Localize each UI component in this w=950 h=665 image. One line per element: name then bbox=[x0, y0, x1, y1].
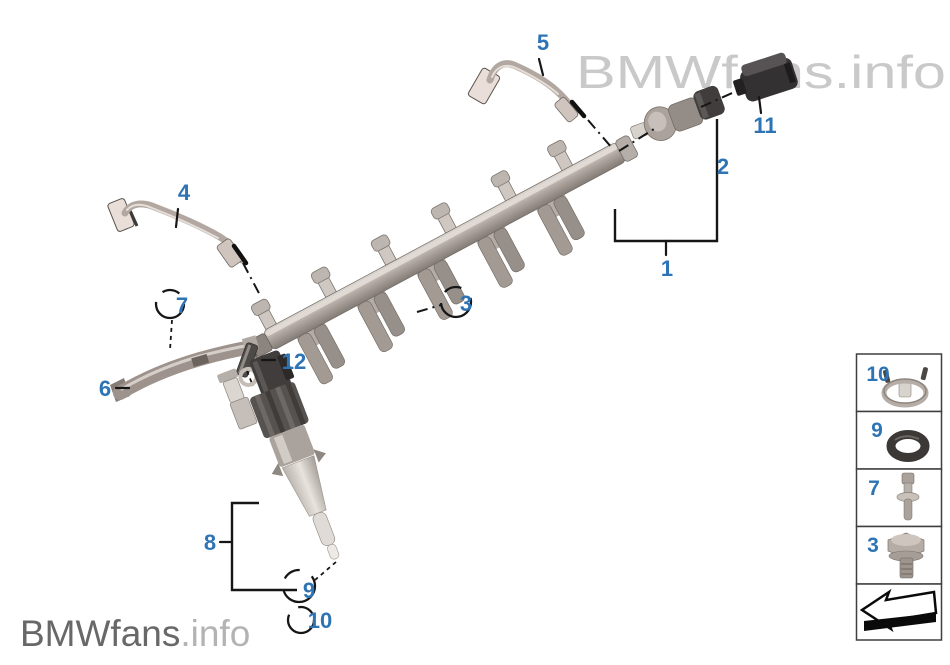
callout-11-tick bbox=[757, 95, 763, 115]
direction-arrow-icon bbox=[859, 588, 938, 633]
injector-cone bbox=[281, 455, 327, 517]
legend-panel: 10 9 7 bbox=[855, 353, 943, 641]
injector-rib bbox=[254, 394, 276, 438]
line4-clip-mark bbox=[231, 243, 249, 266]
o-ring-seal-icon bbox=[886, 430, 930, 462]
callout-12[interactable]: 12 bbox=[282, 349, 306, 374]
fuel-line-5 bbox=[467, 60, 587, 123]
rail-clamp bbox=[296, 322, 345, 385]
watermark-bottom-brand: BMWfans bbox=[20, 613, 180, 654]
callout-10[interactable]: 10 bbox=[308, 608, 332, 633]
legend-num-10[interactable]: 10 bbox=[866, 363, 889, 386]
rail-end-cap-right bbox=[615, 135, 638, 162]
sensor-cap-highlight bbox=[694, 92, 709, 119]
injector-fin-left bbox=[271, 462, 284, 477]
o-ring-body bbox=[886, 430, 930, 462]
callout-4[interactable]: 4 bbox=[178, 180, 191, 205]
injector-body-highlight bbox=[273, 434, 293, 465]
leader-tip-to-circle9 bbox=[314, 561, 337, 581]
watermark-bottom: BMWfans.info bbox=[20, 613, 250, 654]
ring-tab-left bbox=[883, 369, 891, 383]
injector-inlet-cap bbox=[217, 368, 238, 384]
plug-top-face bbox=[741, 52, 787, 77]
pin12-highlight bbox=[238, 344, 252, 374]
screw-lower-shaft bbox=[903, 498, 913, 521]
bracket6-slot bbox=[191, 353, 210, 368]
callout-5-tick bbox=[537, 57, 545, 77]
rail-clamp bbox=[416, 258, 465, 320]
bolt-head-facet bbox=[891, 534, 921, 546]
leader-line5-to-rail bbox=[587, 119, 613, 149]
legend-box-arrow[interactable] bbox=[855, 583, 943, 641]
legend-box-9[interactable]: 9 bbox=[855, 410, 943, 470]
leader-sensor-to-plug bbox=[700, 88, 742, 108]
connector-plug-11 bbox=[733, 52, 798, 102]
ring-tab-right bbox=[920, 367, 928, 381]
support-ring-icon bbox=[881, 367, 929, 408]
callout-10-circle bbox=[286, 605, 316, 635]
callout-3-circle bbox=[439, 285, 473, 319]
injector-8 bbox=[217, 350, 340, 560]
o-ring-highlight bbox=[894, 435, 920, 441]
leader-rail-to-sensor bbox=[618, 128, 655, 152]
callout-9[interactable]: 9 bbox=[303, 578, 315, 603]
hex-flange-bolt-icon bbox=[887, 532, 925, 579]
callout-11[interactable]: 11 bbox=[753, 113, 776, 138]
callout-8-bracket bbox=[230, 501, 297, 592]
leader-clamp-to-circle3 bbox=[416, 304, 442, 313]
callout-8[interactable]: 8 bbox=[204, 530, 216, 555]
callout-4-tick bbox=[174, 207, 180, 229]
injector-tip bbox=[327, 543, 340, 560]
injector-rib bbox=[275, 386, 296, 430]
callouts: 5 4 7 6 12 3 8 9 10 1 2 11 bbox=[99, 30, 777, 635]
rail-highlight bbox=[265, 145, 618, 336]
injector-hex-block bbox=[229, 396, 258, 430]
legend-num-3[interactable]: 3 bbox=[867, 534, 879, 557]
legend-num-7[interactable]: 7 bbox=[868, 477, 880, 500]
rail-clamp bbox=[536, 194, 585, 256]
callout-6[interactable]: 6 bbox=[99, 376, 111, 401]
injector-fin-right bbox=[313, 449, 326, 463]
callout-2[interactable]: 2 bbox=[717, 154, 729, 179]
legend-box-3[interactable]: 3 bbox=[855, 525, 943, 585]
decoupling-screw-icon bbox=[896, 472, 920, 521]
callout-9-circle bbox=[281, 568, 317, 604]
bracket-6 bbox=[110, 335, 259, 402]
callout-7[interactable]: 7 bbox=[176, 293, 188, 318]
rail-bolt-boss bbox=[370, 234, 398, 268]
arrow-depth-bar bbox=[864, 613, 936, 631]
fuel-rail bbox=[243, 135, 638, 385]
callout-3[interactable]: 3 bbox=[460, 291, 472, 316]
leader-lines bbox=[169, 88, 742, 581]
fuel-line-4 bbox=[107, 198, 249, 268]
line5-tube-highlight bbox=[491, 64, 559, 95]
ring-edge bbox=[883, 378, 927, 404]
injector-connector-step bbox=[277, 353, 295, 381]
leader-circle7-to-bracket bbox=[169, 319, 173, 351]
callout-7-circle bbox=[154, 288, 186, 320]
injector-rib bbox=[264, 390, 286, 434]
legend-box-7[interactable]: 7 bbox=[855, 468, 943, 528]
legend-box-10[interactable]: 10 bbox=[855, 353, 943, 413]
line5-rail-fitting bbox=[554, 97, 579, 123]
legend-num-9[interactable]: 9 bbox=[871, 419, 883, 442]
callout-5[interactable]: 5 bbox=[537, 30, 549, 55]
injector-rib bbox=[285, 382, 306, 426]
sensor-flange-face bbox=[648, 111, 667, 132]
plug-tab bbox=[733, 78, 747, 96]
leader-pin-to-injector bbox=[246, 370, 254, 387]
bolt-shaft bbox=[899, 557, 914, 579]
watermark-bottom-suffix: .info bbox=[180, 613, 250, 654]
line5-clip-mark bbox=[569, 99, 587, 119]
rail-bolt-boss bbox=[490, 170, 518, 204]
line4-tube-highlight bbox=[126, 203, 219, 239]
plug-face-groove bbox=[783, 62, 796, 84]
screw-head bbox=[901, 472, 915, 485]
injector-lower-tube bbox=[312, 512, 336, 546]
callout-1[interactable]: 1 bbox=[661, 256, 673, 281]
leader-line4-to-rail bbox=[242, 262, 262, 298]
injector-connector-highlight bbox=[252, 360, 269, 393]
rail-bolt-bosses bbox=[250, 140, 575, 332]
